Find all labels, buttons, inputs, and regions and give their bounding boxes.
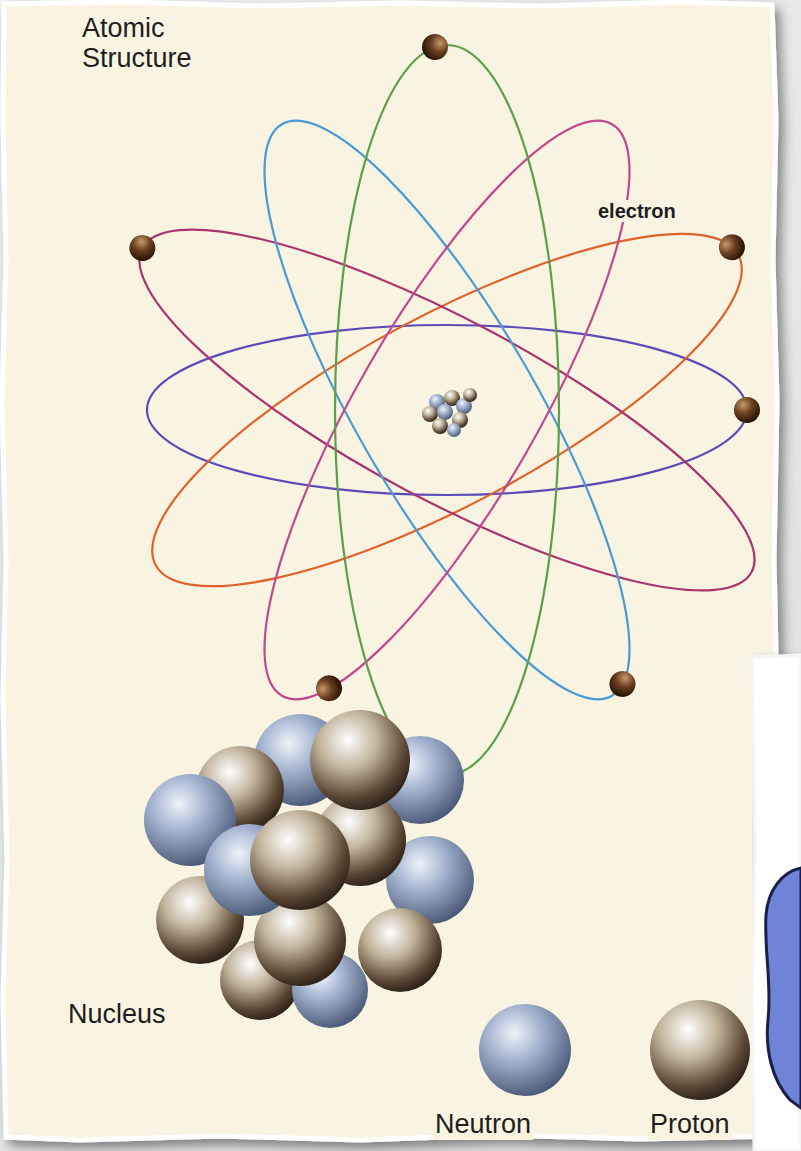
overlapping-sheet bbox=[752, 655, 801, 1151]
paper-sheet bbox=[2, 2, 777, 1140]
proton-sphere bbox=[650, 1000, 750, 1100]
electrons bbox=[125, 34, 760, 706]
small-nucleus bbox=[422, 388, 477, 437]
neutron-sphere bbox=[479, 1004, 571, 1096]
electron-label: electron bbox=[596, 200, 678, 222]
electron-orbits bbox=[100, 45, 794, 775]
large-nucleus bbox=[144, 710, 474, 1028]
nucleus-label: Nucleus bbox=[66, 1000, 168, 1030]
diagram-title: Atomic Structure bbox=[80, 14, 234, 73]
proton-label: Proton bbox=[648, 1110, 732, 1140]
neutron-label: Neutron bbox=[433, 1110, 533, 1140]
